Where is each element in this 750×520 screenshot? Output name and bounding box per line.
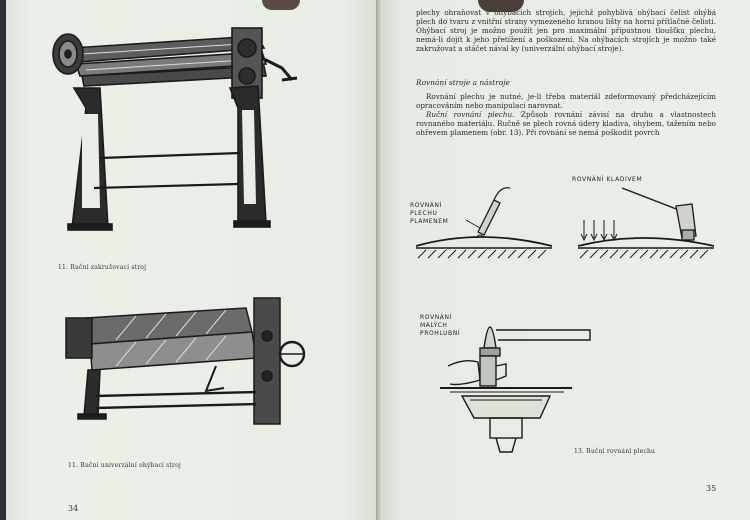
page-number-right: 35 — [706, 484, 717, 493]
intro-paragraph: plechy ohraňovat v ohýbacích strojích, j… — [416, 8, 716, 53]
plate-rolling-machine-illustration — [52, 27, 298, 231]
section-heading: Rovnání stroje a nástroje — [416, 78, 510, 87]
finger-shadow — [262, 0, 300, 10]
paragraph-rest: Způsob rovnání závisí na druhu a vlastno… — [416, 110, 716, 137]
right-page: plechy ohraňovat v ohýbacích strojích, j… — [380, 0, 750, 520]
finger-shadow — [478, 0, 524, 12]
label-hammer-straightening: ROVNÁNÍ KLADIVEM — [572, 176, 643, 183]
hammer-straightening-diagram — [577, 187, 715, 259]
paragraph-manual-straightening: Ruční rovnání plechu. Způsob rovnání záv… — [416, 110, 716, 137]
flame-straightening-diagram — [415, 187, 553, 259]
label-flame-straightening: ROVNÁNÍ PLECHU PLAMENEM — [410, 202, 449, 225]
section-body: Rovnání plechu je nutné, je-li třeba mat… — [416, 92, 716, 137]
left-page: 11. Ruční zakružovací stroj — [6, 0, 378, 520]
figure-caption-straightening: 13. Ruční rovnání plechu — [574, 448, 656, 455]
bending-machine-illustration — [65, 297, 306, 425]
book-spine — [376, 0, 382, 520]
paragraph-lead: Ruční rovnání plechu. — [426, 110, 515, 119]
label-small-dents: ROVNÁNÍ MALÝCH PROHLUBNÍ — [420, 314, 461, 337]
figure-caption-rolling-machine: 11. Ruční zakružovací stroj — [58, 264, 147, 271]
paragraph-straightening-need: Rovnání plechu je nutné, je-li třeba mat… — [416, 92, 716, 110]
page-number-left: 34 — [68, 504, 79, 513]
dent-straightening-diagram — [440, 326, 591, 453]
figure-caption-bending-machine: 11. Ruční univerzální ohýbací stroj — [68, 462, 181, 469]
